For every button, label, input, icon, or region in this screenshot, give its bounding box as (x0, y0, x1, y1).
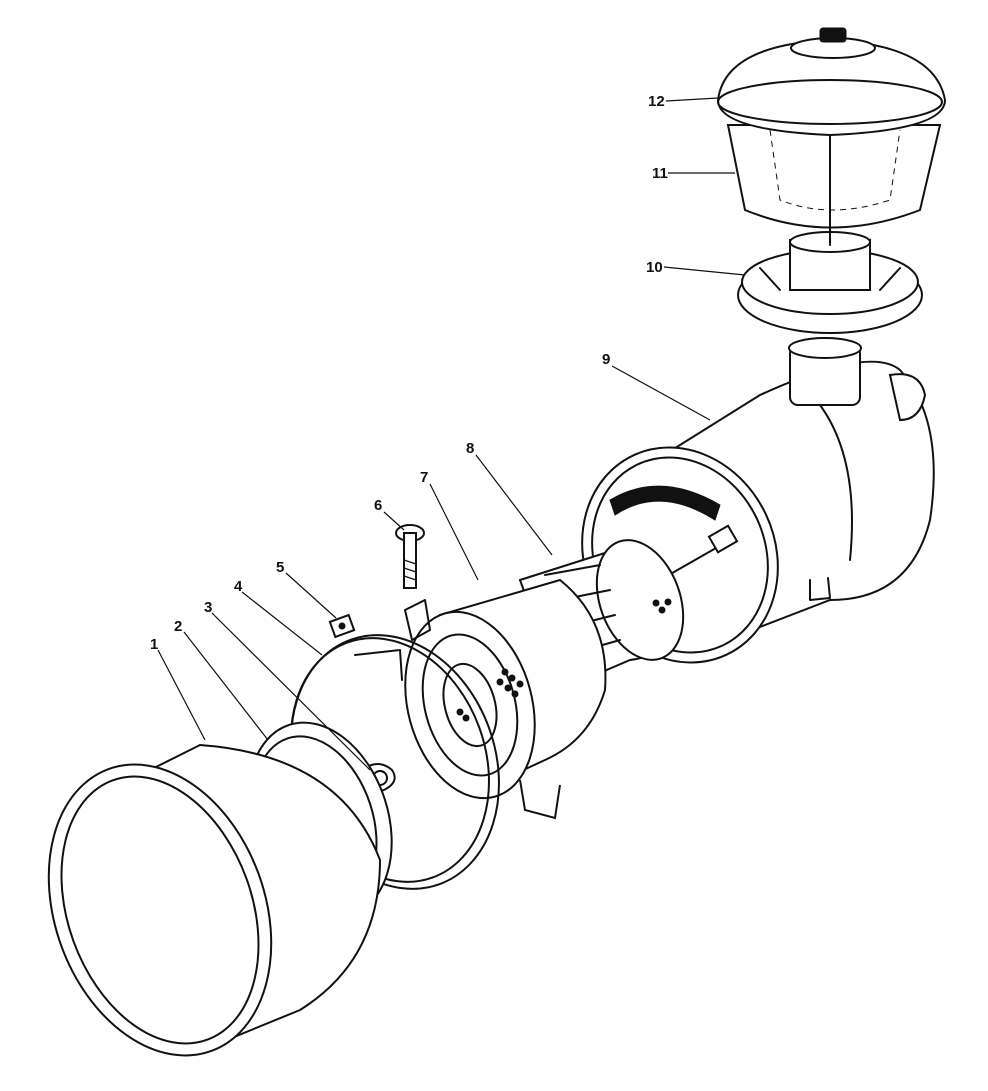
callout-8: 8 (466, 440, 474, 457)
callout-4: 4 (234, 578, 243, 595)
callout-11: 11 (652, 165, 668, 182)
part-7-outer-element (404, 578, 607, 820)
part-6-bolt (395, 524, 425, 589)
callout-7: 7 (420, 469, 428, 486)
callout-2: 2 (174, 618, 182, 635)
part-12-cap (716, 27, 947, 137)
callout-6: 6 (374, 497, 382, 514)
callout-10: 10 (646, 259, 663, 276)
callout-12: 12 (648, 93, 665, 110)
callout-3: 3 (204, 599, 212, 616)
part-9-housing (581, 337, 935, 664)
leader-lines (157, 97, 746, 771)
part-11-bowl (726, 109, 942, 246)
part-1-cover (47, 743, 382, 1057)
callout-labels: 1 2 3 4 5 6 7 8 9 10 11 12 (150, 93, 668, 653)
callout-1: 1 (150, 636, 158, 653)
part-10-precleaner-base (737, 231, 923, 334)
callout-9: 9 (602, 351, 610, 368)
callout-5: 5 (276, 559, 284, 576)
part-5-nut (328, 599, 431, 641)
